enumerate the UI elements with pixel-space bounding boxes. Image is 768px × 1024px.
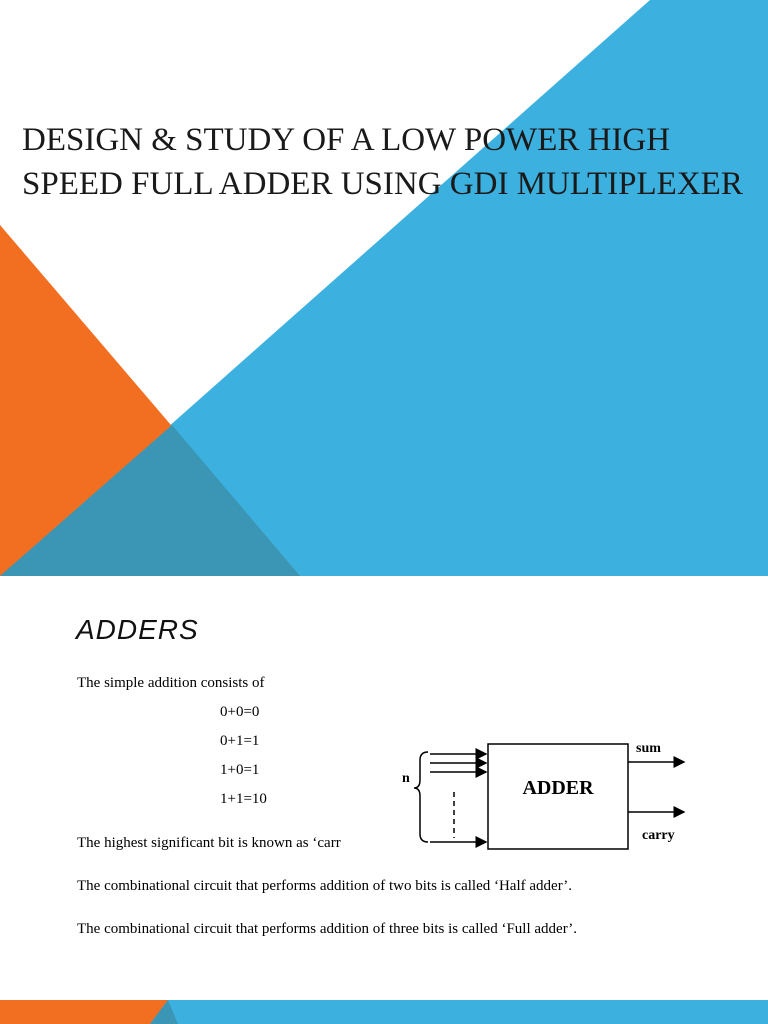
adder-label: ADDER: [522, 777, 594, 799]
title-line-2: SPEED FULL ADDER USING GDI MULTIPLEXER: [22, 166, 743, 202]
overlap-triangle: [0, 425, 300, 576]
slide-heading: ADDERS: [76, 614, 199, 645]
adders-slide: ADDERS The simple addition consists of 0…: [0, 576, 768, 1024]
full-adder-text: The combinational circuit that performs …: [77, 921, 577, 937]
adder-block: [487, 743, 629, 850]
equation-4: 1+1=10: [220, 791, 267, 807]
peek-overlap: [150, 1000, 178, 1024]
input-count-label: n: [402, 771, 410, 786]
carry-label: carry: [642, 828, 675, 843]
adder-block-diagram: n ADDER sum carry: [402, 741, 686, 850]
slide-title: DESIGN & STUDY OF A LOW POWER HIGH SPEED…: [22, 118, 762, 206]
equation-3: 1+0=1: [220, 762, 260, 778]
equation-2: 0+1=1: [220, 733, 260, 749]
intro-text: The simple addition consists of: [77, 675, 265, 691]
equation-1: 0+0=0: [220, 704, 260, 720]
title-line-1: DESIGN & STUDY OF A LOW POWER HIGH: [22, 122, 671, 158]
next-slide-peek: [0, 1000, 768, 1024]
input-brace: [413, 751, 429, 843]
peek-orange: [0, 1000, 168, 1024]
title-background-shapes: [0, 0, 768, 576]
half-adder-text: The combinational circuit that performs …: [77, 878, 572, 894]
carry-text: The highest significant bit is known as …: [77, 835, 341, 851]
sum-label: sum: [636, 741, 661, 756]
title-slide: DESIGN & STUDY OF A LOW POWER HIGH SPEED…: [0, 0, 768, 576]
blue-triangle: [0, 0, 768, 576]
